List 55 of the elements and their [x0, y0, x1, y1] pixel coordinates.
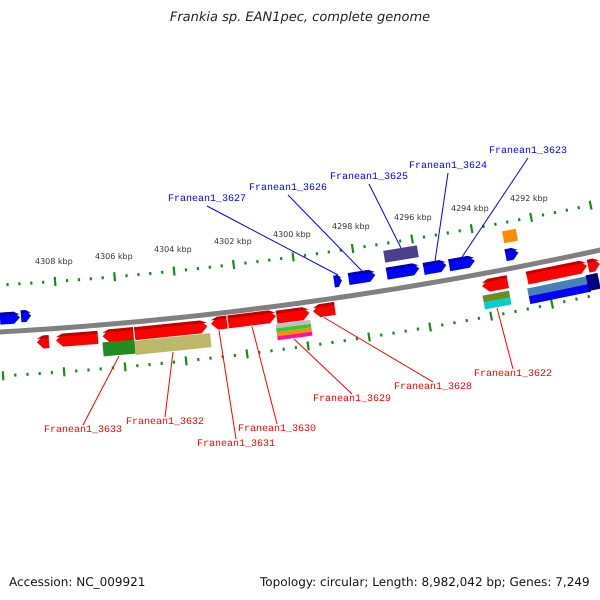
gene-feature [312, 302, 336, 318]
leader-line [82, 356, 120, 426]
gene-feature [20, 310, 31, 322]
gene-label: Franean1_3629 [313, 395, 392, 405]
gene-label: Franean1_3623 [489, 147, 568, 157]
gene-label: Franean1_3628 [394, 383, 472, 393]
leader-line [462, 158, 528, 258]
title: Frankia sp. EAN1pec, complete genome [168, 11, 432, 24]
feature-bar [502, 228, 518, 244]
leader-line [206, 206, 338, 276]
scale-label: 4298 kbp [332, 223, 370, 231]
scale-label: 4308 kbp [35, 258, 73, 266]
gene-feature [102, 327, 134, 342]
feature-bar [276, 320, 312, 340]
gene-feature [586, 258, 600, 273]
gene-feature [504, 248, 518, 262]
gene-feature [36, 335, 50, 348]
footer-text: Topology: circular; Length: 8,982,042 bp; Genes: 7,249 [260, 576, 590, 588]
gene-label: Franean1_3624 [409, 162, 488, 172]
leader-line [324, 317, 434, 382]
feature-bar [102, 340, 136, 356]
feature-bar [134, 333, 212, 355]
gene-label: Franean1_3633 [44, 426, 122, 436]
gene-label: Franean1_3631 [197, 440, 276, 450]
leader-line [368, 184, 402, 248]
feature-bar [383, 245, 419, 263]
leader-line [164, 352, 174, 418]
scale-label: 4296 kbp [394, 214, 432, 222]
gene-label: Franean1_3630 [238, 425, 316, 435]
footer-text: Accession: NC_009921 [9, 576, 146, 588]
scale-label: 4292 kbp [510, 195, 548, 203]
scale-label: 4304 kbp [154, 246, 192, 254]
gene-feature [448, 256, 475, 272]
feature-bar [527, 272, 600, 304]
scale-label: 4306 kbp [95, 253, 133, 261]
leader-line [252, 326, 278, 424]
feature-bar [482, 290, 512, 310]
gene-label: Franean1_3632 [126, 418, 204, 428]
gene-feature [386, 263, 420, 280]
gene-feature [56, 330, 98, 347]
gene-feature [482, 275, 509, 292]
gene-feature [422, 260, 446, 275]
gene-label: Franean1_3627 [168, 195, 246, 205]
gene-label: Franean1_3625 [330, 173, 408, 183]
gene-feature [333, 275, 342, 288]
gene-label: Franean1_3622 [474, 370, 552, 380]
gene-feature [210, 316, 228, 330]
scale-label: 4302 kbp [214, 238, 252, 246]
scale-label: 4300 kbp [273, 231, 311, 239]
gene-label: Franean1_3626 [249, 184, 328, 194]
gene-feature [348, 270, 376, 285]
scale-label: 4294 kbp [451, 205, 489, 213]
leader-line [218, 330, 236, 440]
leader-line [434, 172, 448, 262]
leader-line [288, 194, 362, 272]
